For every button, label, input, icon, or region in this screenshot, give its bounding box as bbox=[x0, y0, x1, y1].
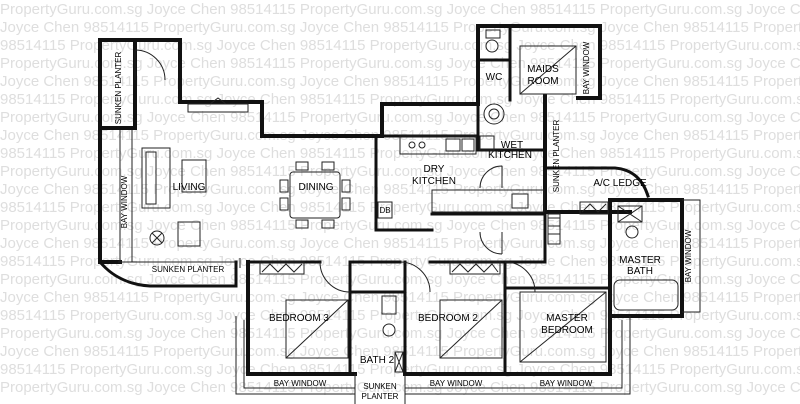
watermark-line: Joyce Chen 98514115 PropertyGuru.com.sg … bbox=[0, 182, 800, 198]
room-label: DRY bbox=[424, 164, 445, 175]
room-label: PLANTER bbox=[362, 392, 399, 401]
room-label: A/C LEDGE bbox=[593, 178, 647, 189]
room-label: BAY WINDOW bbox=[540, 379, 593, 388]
watermark-line: PropertyGuru.com.sg Joyce Chen 98514115 … bbox=[0, 272, 800, 288]
room-label: SUNKEN PLANTER bbox=[114, 52, 123, 125]
room-label: BAY WINDOW bbox=[430, 379, 483, 388]
room-label: WC bbox=[486, 72, 503, 83]
room-label: MASTER bbox=[619, 255, 661, 266]
room-label: DB bbox=[379, 206, 390, 215]
watermark-line: 98514115 PropertyGuru.com.sg Joyce Chen … bbox=[0, 308, 800, 324]
room-label: LIVING bbox=[173, 182, 206, 193]
room-labels: SUNKEN PLANTER BAY WINDOW LIVING DINING … bbox=[114, 41, 693, 401]
exterior-walls bbox=[97, 24, 701, 404]
room-label: BAY WINDOW bbox=[582, 41, 591, 94]
room-label: BAY WINDOW bbox=[684, 229, 693, 282]
room-label: DINING bbox=[299, 182, 334, 193]
room-label: BATH 2 bbox=[360, 355, 395, 366]
watermark-line: PropertyGuru.com.sg Joyce Chen 98514115 … bbox=[0, 2, 800, 18]
room-label: BATH bbox=[627, 266, 653, 277]
room-label: KITCHEN bbox=[412, 176, 456, 187]
room-label: BEDROOM 3 bbox=[269, 313, 329, 324]
room-label: KITCHEN bbox=[488, 150, 532, 161]
room-label: WET bbox=[501, 140, 523, 151]
room-label: SUNKEN PLANTER bbox=[152, 265, 225, 274]
room-label: BEDROOM 2 bbox=[418, 313, 478, 324]
watermark-line: PropertyGuru.com.sg Joyce Chen 98514115 … bbox=[0, 380, 800, 396]
room-label: BAY WINDOW bbox=[120, 175, 129, 228]
room-label: SUNKEN bbox=[363, 382, 397, 391]
watermark-line: Joyce Chen 98514115 PropertyGuru.com.sg … bbox=[0, 290, 800, 306]
watermark-line: PropertyGuru.com.sg Joyce Chen 98514115 … bbox=[0, 110, 800, 126]
room-label: MAIDS bbox=[527, 64, 559, 75]
room-label: MASTER bbox=[546, 313, 588, 324]
room-label: SUNKEN PLANTER bbox=[552, 120, 561, 193]
room-label: BEDROOM bbox=[541, 325, 593, 336]
room-label: BAY WINDOW bbox=[274, 379, 327, 388]
fixtures bbox=[118, 29, 679, 373]
room-label: ROOM bbox=[527, 76, 558, 87]
watermark-line: PropertyGuru.com.sg Joyce Chen 98514115 … bbox=[0, 326, 800, 342]
